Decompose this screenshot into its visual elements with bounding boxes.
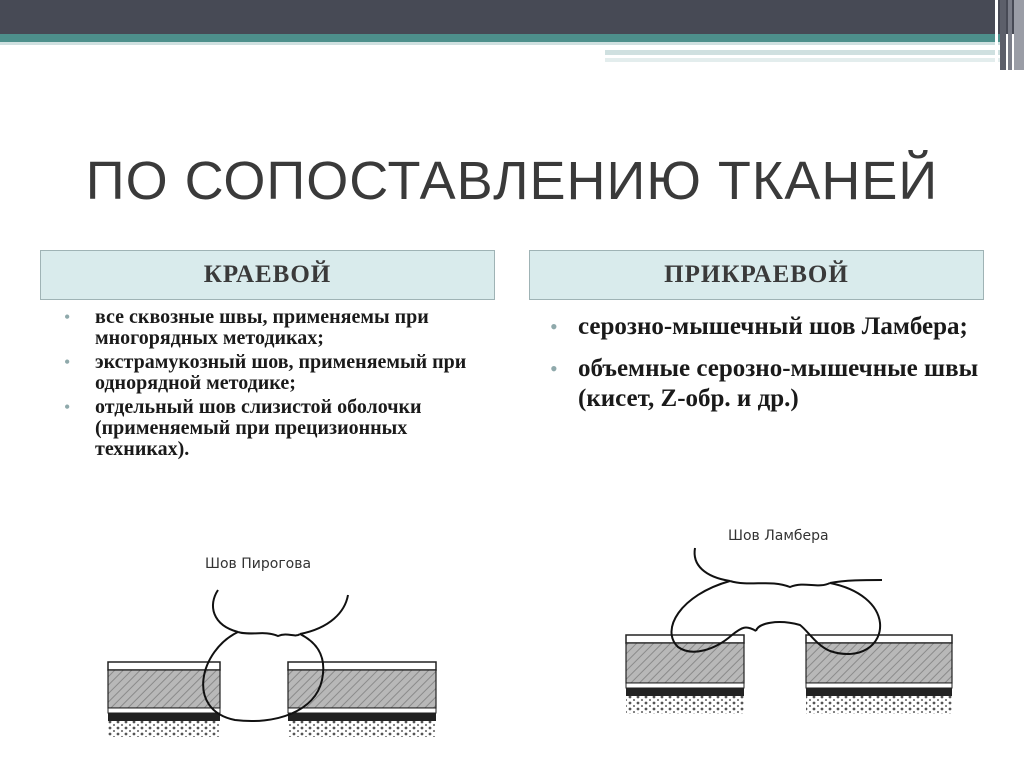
- figure-label: Шов Пирогова: [205, 556, 311, 572]
- figure-label: Шов Ламбера: [728, 528, 829, 544]
- header-marginal: КРАЕВОЙ: [40, 250, 495, 300]
- paramarginal-list: •серозно-мышечный шов Ламбера; •объемные…: [548, 312, 988, 426]
- tissue-left: [107, 661, 221, 737]
- pirogov-suture-diagram: Шов Пирогова: [107, 556, 437, 737]
- list-item: •все сквозные швы, применяемы при многор…: [64, 306, 429, 349]
- lambert-suture-diagram: Шов Ламбера: [625, 528, 953, 714]
- tissue-right: [805, 634, 953, 714]
- list-item: •экстрамукозный шов, применяемый при одн…: [64, 351, 467, 394]
- tissue-left: [625, 634, 745, 714]
- suture-thread: [202, 589, 349, 722]
- slide-title: ПО СОПОСТАВЛЕНИЮ ТКАНЕЙ: [85, 151, 939, 211]
- tissue-right: [287, 661, 437, 737]
- list-item: •объемные серозно-мышечные швы (кисет, Z…: [550, 355, 979, 412]
- marginal-list: •все сквозные швы, применяемы при многор…: [62, 307, 502, 463]
- bullet-icon: •: [550, 314, 558, 339]
- top-decor-bar: [0, 0, 1024, 70]
- bullet-icon: •: [550, 356, 558, 381]
- header-paramarginal: ПРИКРАЕВОЙ: [529, 250, 984, 300]
- list-item: •отдельный шов слизистой оболочки (приме…: [64, 396, 422, 460]
- bullet-icon: •: [64, 307, 71, 327]
- list-item: •серозно-мышечный шов Ламбера;: [550, 313, 968, 340]
- suture-thread: [670, 547, 883, 656]
- bullet-icon: •: [64, 397, 71, 417]
- bullet-icon: •: [64, 352, 71, 372]
